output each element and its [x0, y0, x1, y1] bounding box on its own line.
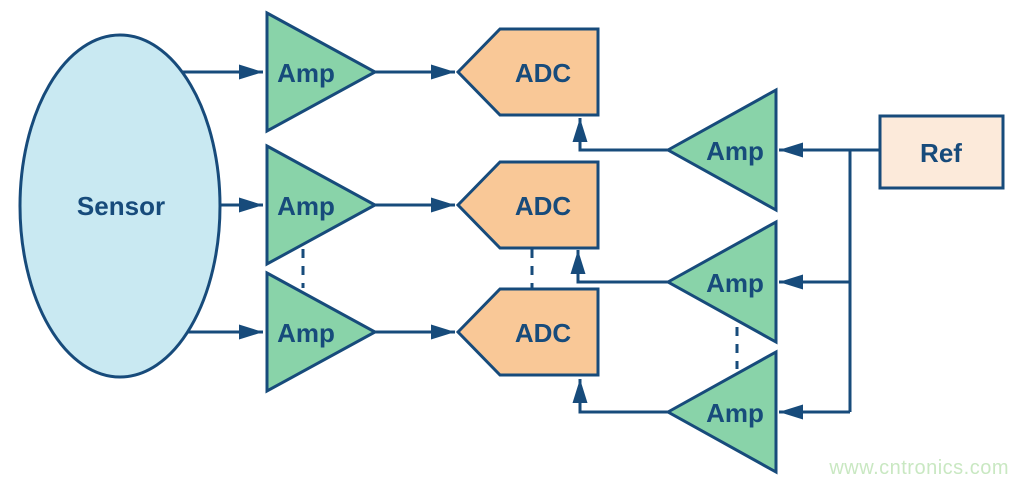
watermark: www.cntronics.com — [828, 457, 1009, 479]
input-amp-1-triangle — [265, 10, 379, 134]
adc-2: ADC — [455, 160, 600, 250]
wire-ref-amp-2-to-adc-2 — [570, 250, 668, 284]
ref-amp-3-triangle — [664, 349, 778, 475]
input-amp-1: Amp — [265, 10, 379, 134]
adc-2-label: ADC — [515, 191, 572, 221]
ref-amp-1-triangle — [664, 87, 778, 213]
ref-rectangle — [878, 114, 1005, 190]
input-amp-2-triangle — [265, 143, 379, 267]
adc-2-pentagon — [455, 160, 600, 250]
adc-3: ADC — [455, 287, 600, 377]
ref-amp-1-label: Amp — [706, 136, 764, 166]
sensor-node: Sensor — [18, 33, 222, 379]
sensor-label: Sensor — [77, 191, 165, 221]
ref-amp-2-triangle — [664, 219, 778, 345]
input-amp-3-label: Amp — [277, 318, 335, 348]
ref-amp-3-label: Amp — [706, 398, 764, 428]
input-amp-2: Amp — [265, 143, 379, 267]
adc-1-label: ADC — [515, 58, 572, 88]
adc-1: ADC — [455, 27, 600, 117]
wire-ref-amp-3-to-adc-3 — [572, 379, 668, 414]
ref-amp-3: Amp — [664, 349, 778, 475]
ref-label: Ref — [920, 138, 962, 168]
adc-3-pentagon — [455, 287, 600, 377]
input-amp-2-label: Amp — [277, 191, 335, 221]
adc-3-label: ADC — [515, 318, 572, 348]
adc-1-pentagon — [455, 27, 600, 117]
ref-amp-2-label: Amp — [706, 268, 764, 298]
input-amp-3: Amp — [265, 270, 379, 394]
input-amp-3-triangle — [265, 270, 379, 394]
wire-ref-amp-1-to-adc-1 — [572, 118, 668, 152]
ref-amp-1: Amp — [664, 87, 778, 213]
ref-node: Ref — [878, 114, 1005, 190]
sensor-ellipse — [18, 33, 222, 379]
input-amp-1-label: Amp — [277, 58, 335, 88]
ref-amp-2: Amp — [664, 219, 778, 345]
